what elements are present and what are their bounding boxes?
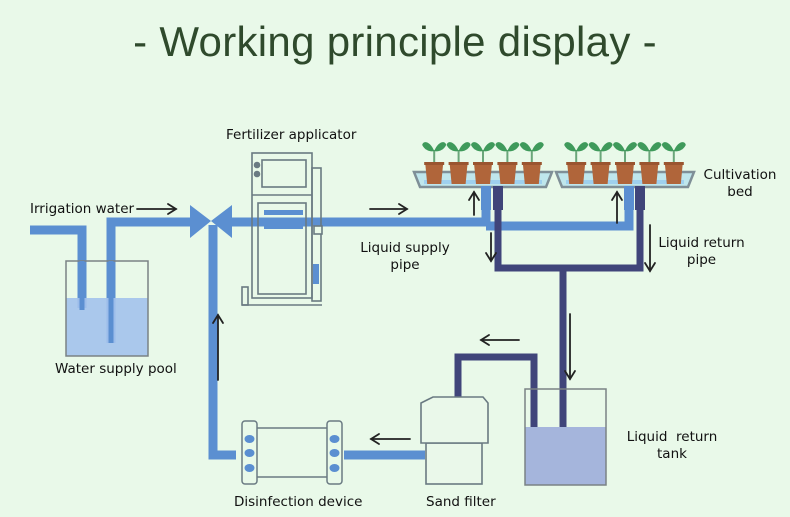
arrow-right-icon	[369, 203, 409, 215]
return-pipes	[454, 186, 644, 428]
label-liquid-return-pipe: Liquid return pipe	[658, 235, 745, 268]
plant-icon	[661, 142, 686, 184]
pipe-stub	[493, 186, 503, 210]
arrow-right-icon	[136, 203, 178, 215]
arrow-down-icon	[564, 313, 576, 381]
plant-icon	[446, 142, 471, 184]
valve-icon	[190, 205, 232, 238]
liquid-return-tank	[524, 388, 607, 486]
plant-icon	[422, 142, 447, 184]
plant-icon	[588, 142, 613, 184]
label-fertilizer-applicator: Fertilizer applicator	[226, 127, 357, 143]
arrow-down-icon	[644, 224, 656, 273]
label-liquid-return-tank: Liquid return tank	[626, 429, 718, 462]
plant-icon	[613, 142, 637, 184]
label-disinfection-device: Disinfection device	[234, 494, 363, 510]
arrow-down-icon	[485, 232, 497, 263]
plant-icon	[637, 142, 662, 184]
label-liquid-supply-pipe: Liquid supply pipe	[360, 240, 450, 273]
arrow-left-icon	[479, 334, 520, 346]
pipe-stub	[635, 186, 645, 210]
disinfection-device	[241, 420, 343, 485]
supply-branch-right	[486, 186, 634, 231]
label-water-supply-pool: Water supply pool	[55, 361, 177, 377]
pipe-stub	[481, 186, 491, 210]
cultivation-bed	[412, 142, 554, 189]
plant-icon	[471, 142, 495, 184]
arrow-up-icon	[468, 190, 480, 216]
sand-filter	[420, 396, 489, 485]
return-drop-left	[494, 186, 644, 272]
diagram-title: - Working principle display -	[133, 18, 657, 65]
arrow-up-icon	[212, 313, 224, 381]
plant-icon	[495, 142, 520, 184]
label-sand-filter: Sand filter	[426, 494, 496, 510]
label-cultivation-bed: Cultivation bed	[703, 167, 777, 200]
plant-icon	[564, 142, 589, 184]
tank-to-filter-pipe	[454, 353, 538, 428]
fertilizer-applicator	[241, 152, 323, 306]
cultivation-bed	[554, 142, 696, 189]
irrigation-inlet-pipe	[30, 225, 87, 308]
cultivation-beds	[412, 142, 696, 210]
label-irrigation-water: Irrigation water	[30, 201, 135, 217]
arrow-left-icon	[369, 433, 411, 445]
arrow-up-icon	[611, 190, 623, 224]
flow-arrows	[136, 190, 656, 445]
pipe-stub	[624, 186, 634, 210]
water-supply-pool	[65, 260, 149, 357]
valve-to-bed-pipe	[222, 186, 491, 227]
disinfection-to-valve-pipe	[208, 225, 236, 460]
plant-icon	[519, 142, 544, 184]
